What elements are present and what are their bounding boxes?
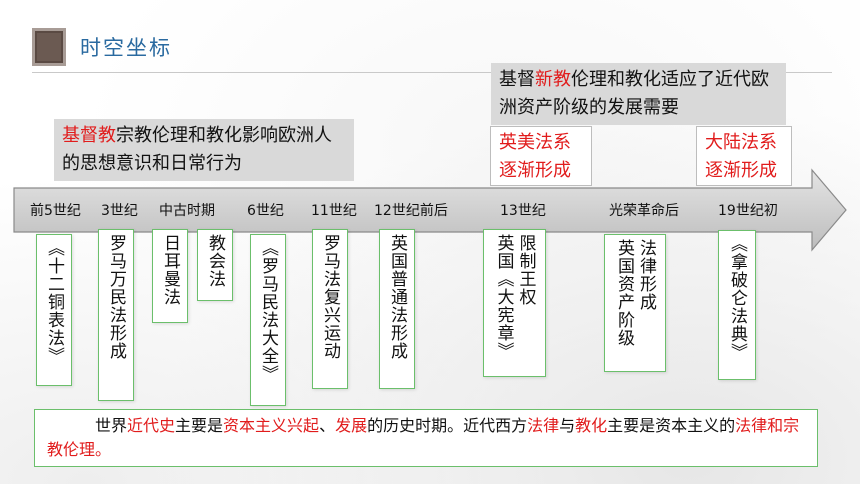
- era-label: 光荣革命后: [609, 203, 679, 219]
- era-label: 6世纪: [247, 203, 284, 219]
- event-label: 罗马法复兴运动: [320, 234, 340, 360]
- event-english-common-law: 英国普通法形成: [379, 229, 415, 389]
- event-roman-law-revival: 罗马法复兴运动: [312, 229, 348, 389]
- event-label: 教会法: [205, 234, 225, 288]
- event-germanic-law: 日耳曼法: [152, 229, 188, 323]
- summary-text: 世界: [95, 416, 128, 435]
- event-bourgeois-law: 英国资产阶级法律形成: [604, 234, 666, 372]
- event-magna-carta: 英国《大宪章》限制王权: [483, 229, 546, 377]
- era-label: 13世纪: [500, 203, 546, 219]
- era-label: 19世纪初: [718, 203, 778, 219]
- event-canon-law: 教会法: [197, 229, 233, 301]
- era-label: 前5世纪: [30, 203, 81, 219]
- summary-text: 、: [319, 416, 336, 435]
- event-label: 英国《大宪章》: [493, 234, 514, 360]
- event-label: 英国普通法形成: [387, 234, 407, 360]
- callout-protestant: 基督新教伦理和教化适应了近代欧洲资产阶级的发展需要: [491, 63, 786, 125]
- event-jus-gentium: 罗马万民法形成: [98, 229, 134, 401]
- callout-right-text-2: 伦理和教化适应了近代欧洲资产阶级的发展需要: [499, 69, 769, 118]
- event-label: 日耳曼法: [160, 234, 180, 306]
- event-label: 《罗马民法大全》: [258, 239, 278, 383]
- summary-text: 与: [559, 416, 576, 435]
- summary-text: 的历史时期。近代西方: [367, 416, 528, 435]
- event-napoleonic-code: 《拿破仑法典》: [718, 230, 756, 380]
- summary-text: 主要是资本主义的: [607, 416, 736, 435]
- title-divider: [32, 72, 832, 73]
- summary-highlight: 教化: [575, 416, 608, 435]
- summary-highlight: 法律: [527, 416, 560, 435]
- callout-left-text: 宗教伦理和教化影响欧洲人的思想意识和日常行为: [62, 125, 332, 174]
- event-label: 《拿破仑法典》: [727, 235, 747, 361]
- summary-box: 世界近代史主要是资本主义兴起、发展的历史时期。近代西方法律与教化主要是资本主义的…: [34, 409, 818, 467]
- title-decoration-square: [32, 28, 66, 66]
- event-label: 限制王权: [515, 234, 536, 306]
- era-label: 11世纪: [311, 203, 357, 219]
- summary-highlight: 法律和宗教伦理。: [47, 416, 800, 459]
- event-twelve-tables: 《十二铜表法》: [36, 234, 72, 386]
- summary-highlight: 近代史: [127, 416, 176, 435]
- era-label: 中古时期: [159, 203, 215, 219]
- callout-left-highlight: 基督教: [62, 125, 116, 146]
- legal-system-continental: 大陆法系逐渐形成: [696, 126, 792, 186]
- summary-highlight: 资本主义兴起: [223, 416, 320, 435]
- event-label: 《十二铜表法》: [44, 239, 64, 365]
- era-label: 12世纪前后: [374, 203, 448, 219]
- summary-text: 主要是: [175, 416, 224, 435]
- era-label: 3世纪: [101, 203, 138, 219]
- callout-christianity: 基督教宗教伦理和教化影响欧洲人的思想意识和日常行为: [54, 119, 354, 181]
- event-corpus-juris-civilis: 《罗马民法大全》: [250, 234, 286, 406]
- event-label: 罗马万民法形成: [106, 234, 126, 360]
- event-label: 英国资产阶级: [614, 239, 634, 347]
- callout-right-text-1: 基督: [499, 69, 535, 90]
- legal-system-anglo-american: 英美法系逐渐形成: [490, 126, 592, 186]
- summary-highlight: 发展: [335, 416, 368, 435]
- event-label: 法律形成: [636, 239, 656, 311]
- callout-right-highlight: 新教: [535, 69, 571, 90]
- page-title: 时空坐标: [80, 36, 172, 60]
